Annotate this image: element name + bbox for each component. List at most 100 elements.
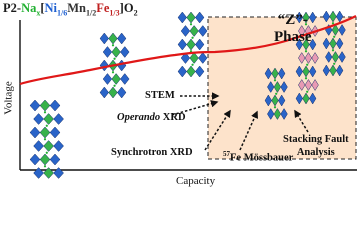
octahedron xyxy=(302,38,310,51)
octahedron xyxy=(49,153,61,166)
octahedron xyxy=(29,126,41,139)
octahedron xyxy=(39,126,51,139)
octahedron xyxy=(53,140,64,152)
structure-stack xyxy=(264,67,288,120)
sodium-ion xyxy=(43,111,47,114)
sodium-ion xyxy=(43,138,47,141)
octahedron xyxy=(273,81,282,93)
sodium-ion xyxy=(304,23,308,26)
octahedron xyxy=(302,11,310,24)
octahedron xyxy=(180,25,191,37)
octahedron xyxy=(325,51,333,63)
sodium-ion xyxy=(45,124,48,127)
octahedron xyxy=(177,11,187,24)
octahedron xyxy=(43,167,54,179)
octahedron xyxy=(309,38,317,51)
octahedron xyxy=(102,46,113,58)
synchrotron-xrd-label: Synchrotron XRD xyxy=(111,147,193,158)
octahedron xyxy=(120,46,130,58)
octahedron xyxy=(186,11,196,24)
octahedron xyxy=(309,11,317,24)
octahedron xyxy=(195,38,205,51)
octahedron xyxy=(267,81,275,93)
octahedron xyxy=(195,11,205,24)
octahedron xyxy=(120,73,130,85)
octahedron xyxy=(195,65,205,78)
octahedron xyxy=(29,99,41,112)
sodium-ion xyxy=(111,71,115,74)
octahedron xyxy=(309,92,317,105)
octahedron xyxy=(53,167,64,179)
sodium-ion xyxy=(275,92,278,95)
sodium-ion xyxy=(189,23,193,26)
octahedron xyxy=(43,113,54,125)
octahedron xyxy=(322,10,330,23)
octahedron xyxy=(177,65,187,78)
octahedron xyxy=(117,32,127,45)
sodium-ion xyxy=(189,50,193,53)
octahedron xyxy=(295,11,303,24)
octahedron xyxy=(331,24,340,36)
sodium-ion xyxy=(273,79,277,82)
operando-arrow xyxy=(171,100,219,116)
octahedron xyxy=(99,59,109,72)
octahedron xyxy=(33,140,44,152)
octahedron xyxy=(271,94,279,107)
sodium-ion xyxy=(306,90,309,93)
synchrotron-arrow xyxy=(204,109,231,151)
octahedron xyxy=(336,64,344,77)
structure-stack xyxy=(177,11,208,78)
octahedron xyxy=(331,51,340,63)
octahedron xyxy=(39,99,51,112)
sodium-ion xyxy=(306,36,309,39)
octahedron xyxy=(264,94,272,107)
octahedron xyxy=(322,37,330,50)
octahedron xyxy=(295,65,303,78)
x-axis-label: Capacity xyxy=(176,175,216,187)
octahedron xyxy=(198,25,208,37)
y-axis-label: Voltage xyxy=(2,81,15,115)
octahedron xyxy=(267,108,275,120)
octahedron xyxy=(29,153,41,166)
octahedron xyxy=(309,65,317,78)
octahedron xyxy=(180,52,191,64)
sodium-ion xyxy=(191,36,194,39)
octahedron xyxy=(99,86,109,99)
octahedron xyxy=(329,37,337,50)
sodium-ion xyxy=(304,77,308,80)
octahedron xyxy=(278,67,286,80)
sodium-ion xyxy=(43,165,47,168)
octahedron xyxy=(302,92,310,105)
mossbauer-arrow xyxy=(239,110,258,151)
octahedron xyxy=(273,108,282,120)
octahedron xyxy=(99,32,109,45)
octahedron xyxy=(338,24,346,36)
octahedron xyxy=(186,38,196,51)
octahedron xyxy=(295,38,303,51)
octahedron xyxy=(108,86,118,99)
octahedron xyxy=(329,10,337,23)
structure-stack xyxy=(322,10,346,77)
octahedron xyxy=(102,73,113,85)
voltage-capacity-curve xyxy=(19,15,357,86)
octahedron xyxy=(189,25,199,37)
octahedron xyxy=(53,113,64,125)
sodium-ion xyxy=(113,57,116,60)
octahedron xyxy=(117,86,127,99)
octahedron xyxy=(295,92,303,105)
operando-xrd-label: Operando XRD xyxy=(117,112,186,123)
sodium-ion xyxy=(333,35,336,38)
sodium-ion xyxy=(273,106,277,109)
z-phase-label: “Z”-Phase xyxy=(274,12,312,45)
octahedron xyxy=(304,52,313,64)
octahedron xyxy=(111,46,121,58)
octahedron xyxy=(302,65,310,78)
octahedron xyxy=(43,140,54,152)
sodium-ion xyxy=(331,22,335,25)
octahedron xyxy=(108,32,118,45)
sodium-ion xyxy=(113,84,116,87)
octahedron xyxy=(189,52,199,64)
octahedron xyxy=(186,65,196,78)
octahedron xyxy=(298,79,306,91)
